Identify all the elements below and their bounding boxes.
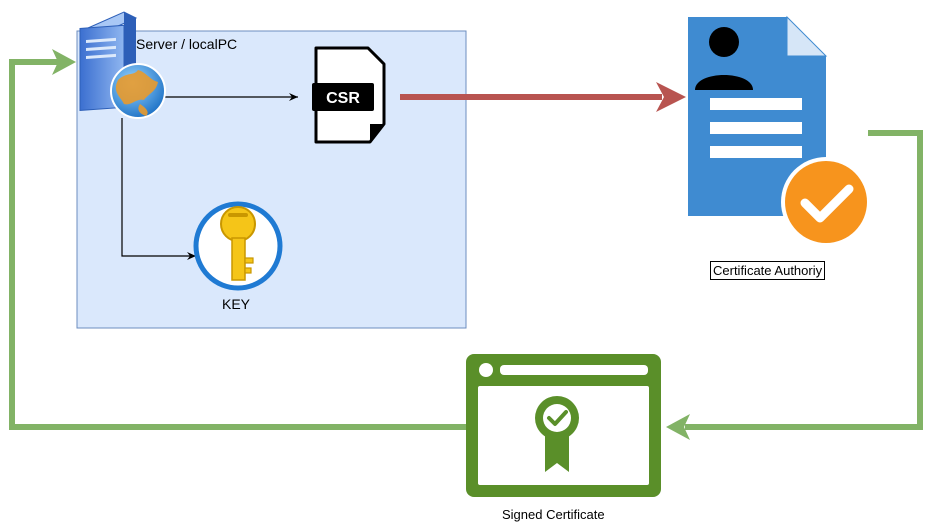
csr-to-ca-arrow	[400, 82, 686, 112]
return-to-server-arrow	[9, 49, 470, 430]
signed-certificate-icon	[466, 354, 661, 497]
key-icon	[193, 201, 283, 291]
signed-certificate-label: Signed Certificate	[502, 507, 605, 522]
csr-label: CSR	[326, 90, 360, 107]
certificate-authority-label: Certificate Authoriy	[710, 261, 826, 280]
server-globe-icon	[79, 11, 166, 119]
key-label: KEY	[222, 296, 251, 312]
server-label: Server / localPC	[136, 36, 238, 52]
csr-document-icon: CSR	[312, 46, 386, 144]
ca-to-signed-certificate-arrow	[666, 130, 923, 440]
server-to-key-connector	[121, 118, 196, 260]
certificate-authority-document-icon	[688, 15, 871, 247]
